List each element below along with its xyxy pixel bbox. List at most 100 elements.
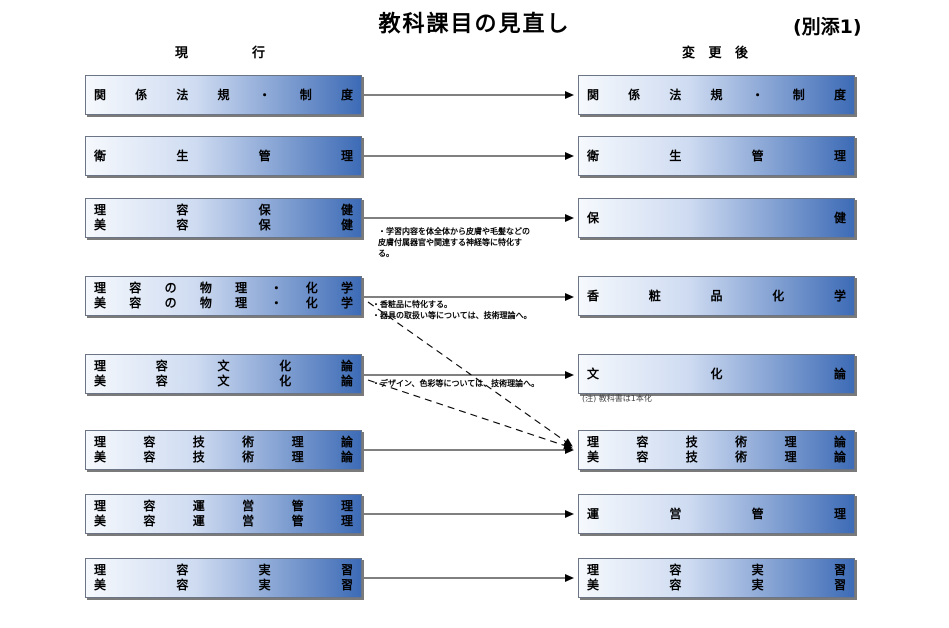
- subject-char: 技: [685, 450, 698, 464]
- subject-char: 管: [258, 149, 271, 163]
- page-title: 教科課目の見直し: [378, 12, 571, 37]
- subject-char: 度: [340, 88, 353, 102]
- subject-char: 実: [751, 578, 764, 592]
- subject-char: 理: [235, 281, 248, 295]
- subject-char: 化: [305, 281, 318, 295]
- subject-char: 美: [94, 374, 107, 388]
- subject-char: 容: [669, 578, 682, 592]
- subject-char: 論: [833, 450, 846, 464]
- subject-line: 美容技術理論: [587, 450, 846, 465]
- subject-char: 管: [291, 514, 304, 528]
- subject-char: 実: [258, 563, 271, 577]
- subject-line: 運営管理: [587, 507, 846, 522]
- subject-char: 美: [587, 450, 600, 464]
- subject-char: 理: [94, 563, 107, 577]
- subject-char: 容: [636, 450, 649, 464]
- note-chemistry-focus: ・香粧品に特化する。 ・器具の取扱い等については、技術理論へ。: [372, 300, 532, 320]
- subject-char: 容: [176, 218, 189, 232]
- note-culture-move: ・デザイン、色彩等については、技術理論へ。: [372, 379, 540, 388]
- subject-char: 係: [628, 88, 641, 102]
- subject-line: 理容保健: [94, 203, 353, 218]
- subject-char: 香: [587, 289, 600, 303]
- subject-line: 理容技術理論: [94, 435, 353, 450]
- subject-line: 衛生管理: [587, 149, 846, 164]
- current-subject-box: 関係法規・制度: [85, 75, 362, 115]
- subject-char: 美: [587, 578, 600, 592]
- subject-char: の: [164, 281, 177, 295]
- subject-line: 美容の物理・化学: [94, 296, 353, 311]
- subject-char: 理: [94, 281, 107, 295]
- subject-line: 美容文化論: [94, 374, 353, 389]
- revised-subject-box: 関 係 法 規 ・ 制 度: [578, 75, 855, 115]
- subject-char: ・: [270, 281, 283, 295]
- current-subject-box: 理容文化論美容文化論: [85, 354, 362, 394]
- note-health-focus: ・学習内容を体全体から皮膚や毛髪などの 皮膚付属器官や関連する神経等に特化す る…: [378, 227, 530, 258]
- subject-char: 法: [669, 88, 682, 102]
- subject-char: 健: [340, 203, 353, 217]
- subject-char: 学: [340, 281, 353, 295]
- subject-char: 法: [176, 88, 189, 102]
- subject-char: 関: [587, 88, 600, 102]
- subject-char: 美: [94, 296, 107, 310]
- subject-char: 論: [833, 435, 846, 449]
- subject-char: 理: [340, 514, 353, 528]
- subject-line: 理容の物理・化学: [94, 281, 353, 296]
- subject-char: 容: [129, 281, 142, 295]
- subject-char: 運: [192, 514, 205, 528]
- subject-char: 文: [587, 367, 600, 381]
- subject-char: 化: [305, 296, 318, 310]
- subject-char: 習: [340, 563, 353, 577]
- subject-char: 論: [340, 359, 353, 373]
- subject-char: 営: [242, 499, 255, 513]
- subject-char: 論: [340, 435, 353, 449]
- revised-header-char: 変: [682, 46, 696, 61]
- subject-line: 美容実習: [587, 578, 846, 593]
- subject-char: 規: [710, 88, 723, 102]
- subject-line: 関 係 法 規 ・ 制 度: [587, 88, 846, 103]
- subject-char: 容: [129, 296, 142, 310]
- subject-char: 係: [135, 88, 148, 102]
- subject-char: 生: [669, 149, 682, 163]
- subject-char: 粧: [648, 289, 661, 303]
- subject-char: 論: [340, 450, 353, 464]
- subject-char: 保: [587, 211, 600, 225]
- subject-char: 規: [217, 88, 230, 102]
- subject-char: 容: [143, 435, 156, 449]
- dashed-arrows: [367, 301, 573, 450]
- subject-char: 学: [340, 296, 353, 310]
- subject-char: 生: [176, 149, 189, 163]
- subject-line: 美容運営管理: [94, 514, 353, 529]
- subject-char: ・: [751, 88, 764, 102]
- subject-char: 健: [833, 211, 846, 225]
- subject-char: 容: [176, 563, 189, 577]
- subject-char: 健: [340, 218, 353, 232]
- subject-line: 理容文化論: [94, 359, 353, 374]
- current-column-header: 現 行: [175, 42, 265, 61]
- subject-line: 理容運営管理: [94, 499, 353, 514]
- current-subject-box: 理容運営管理美容運営管理: [85, 494, 362, 534]
- subject-char: ・: [270, 296, 283, 310]
- subject-char: 文: [217, 359, 230, 373]
- subject-char: 物: [199, 296, 212, 310]
- subject-line: 文化論: [587, 367, 846, 382]
- subject-line: 美容技術理論: [94, 450, 353, 465]
- current-subject-box: 理容保健美容保健: [85, 198, 362, 238]
- subject-char: 化: [279, 359, 292, 373]
- revised-subject-box: 理容実習美容実習: [578, 558, 855, 598]
- subject-char: 制: [792, 88, 805, 102]
- subject-line: 理容実習: [587, 563, 846, 578]
- current-subject-box: 衛生管理: [85, 136, 362, 176]
- subject-char: 理: [833, 149, 846, 163]
- subject-line: 理容実習: [94, 563, 353, 578]
- revised-column-header: 変 更 後: [682, 42, 748, 61]
- subject-char: 理: [94, 359, 107, 373]
- subject-line: 香粧品化学: [587, 289, 846, 304]
- subject-char: 度: [833, 88, 846, 102]
- subject-char: 化: [279, 374, 292, 388]
- subject-char: 理: [94, 499, 107, 513]
- footnote-textbook: (注) 教科書は1本化: [582, 394, 652, 403]
- current-header-char: 現: [175, 46, 189, 61]
- subject-char: 理: [833, 507, 846, 521]
- subject-char: 管: [291, 499, 304, 513]
- subject-char: 術: [242, 435, 255, 449]
